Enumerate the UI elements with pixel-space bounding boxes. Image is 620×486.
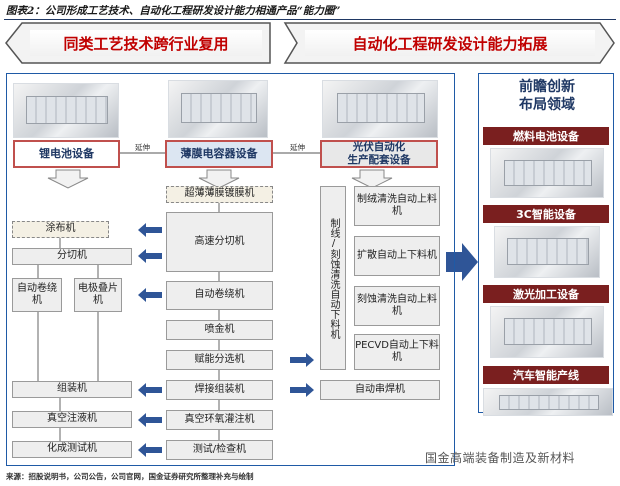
- lithium-header: 锂电池设备: [13, 140, 120, 168]
- watermark: 国金高端装备制造及新材料: [425, 451, 576, 465]
- title-divider: [4, 19, 616, 20]
- film-machine-image: [168, 80, 268, 138]
- lithium-item-slitter: 分切机: [12, 248, 132, 265]
- lithium-item-assembly: 组装机: [12, 381, 132, 398]
- film-item-potting: 真空环氧灌注机: [166, 410, 273, 430]
- pv-machine-image: [322, 80, 438, 138]
- figure-title: 图表2：公司形成工艺技术、自动化工程研发设计能力相通产品“能力圈”: [6, 5, 341, 17]
- laser-equipment-image: [490, 306, 604, 358]
- banner-left-label: 同类工艺技术跨行业复用: [30, 30, 262, 56]
- lithium-item-injector: 真空注液机: [12, 411, 132, 428]
- lithium-item-winder: 自动卷绕机: [12, 278, 62, 312]
- pv-item-diffusion: 扩散自动上下料机: [354, 236, 440, 276]
- future-item-laser: 激光加工设备: [483, 285, 609, 303]
- film-item-inspection: 测试/检查机: [166, 440, 273, 460]
- lithium-item-tester: 化成测试机: [12, 441, 132, 458]
- auto-line-image: [483, 388, 613, 416]
- pv-item-stringer: 自动串焊机: [320, 380, 440, 400]
- pv-item-pecvd: PECVD自动上下料机: [354, 334, 440, 370]
- banner-right-label: 自动化工程研发设计能力拓展: [305, 30, 595, 56]
- film-item-slitter: 高速分切机: [166, 212, 273, 272]
- future-item-auto-line: 汽车智能产线: [483, 366, 609, 384]
- pv-item-etching: 刻蚀清洗自动上料机: [354, 286, 440, 326]
- film-item-welder: 焊接组装机: [166, 380, 273, 400]
- lithium-item-stacker: 电极叠片机: [74, 278, 122, 312]
- source-note: 来源：招股说明书，公司公告，公司官网，国金证券研究所整理补充与绘制: [6, 472, 254, 481]
- film-item-sorter: 赋能分选机: [166, 350, 273, 370]
- lithium-machine-image: [13, 83, 119, 138]
- future-header: 前瞻创新 布局领域: [519, 79, 575, 114]
- film-item-coater: 超薄薄膜镀膜机: [166, 186, 273, 203]
- pv-item-texturing: 制绒清洗自动上料机: [354, 186, 440, 226]
- pv-vertical-item: 制线/刻蚀清洗自动下料机: [320, 186, 346, 370]
- lithium-item-coater: 涂布机: [12, 221, 109, 238]
- pv-header: 光伏自动化 生产配套设备: [320, 140, 438, 168]
- main-frame: [6, 73, 455, 466]
- 3c-equipment-image: [494, 226, 600, 278]
- future-item-3c: 3C智能设备: [483, 205, 609, 223]
- film-item-spray: 喷金机: [166, 320, 273, 340]
- future-item-fuel-cell: 燃料电池设备: [483, 127, 609, 145]
- extend-label-right: 延伸: [290, 143, 305, 152]
- film-item-winder: 自动卷绕机: [166, 281, 273, 310]
- fuel-cell-image: [490, 148, 604, 198]
- film-header: 薄膜电容器设备: [165, 140, 273, 168]
- extend-label-left: 延伸: [135, 143, 150, 152]
